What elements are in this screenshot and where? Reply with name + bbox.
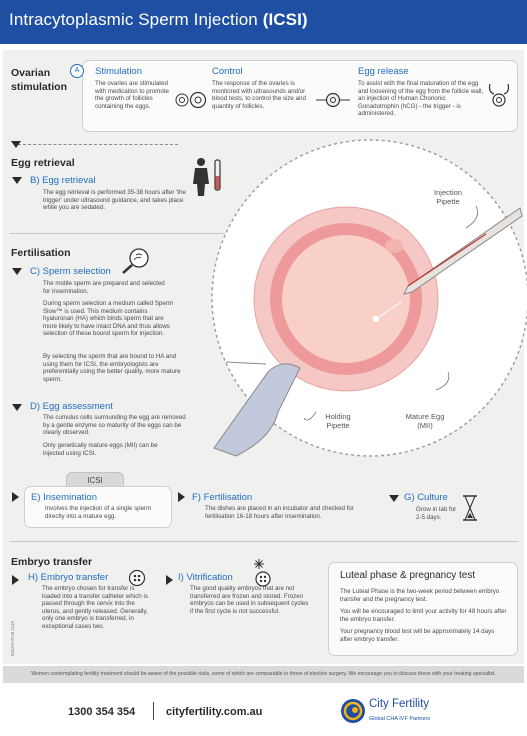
follicle-icon [175,91,207,109]
website-link[interactable]: cityfertility.com.au [166,706,263,718]
patient-icon [193,158,221,196]
logo-tagline: Global CHA IVF Partners [369,716,431,722]
phone-number[interactable]: 1300 354 354 [68,706,136,718]
page-title: Intracytoplasmic Sperm Injection (ICSI) [9,10,308,29]
transfer-text: The embryo chosen for transfer is loaded… [42,585,148,630]
sperm-text-2: During sperm selection a medium called S… [43,300,173,338]
transfer-arrow-icon [12,575,19,585]
embryo-icon [128,569,146,587]
vitrification-sub: I) Vitrification [178,572,233,583]
fertilisation-text: The dishes are placed in an incubator an… [205,505,354,520]
ovarian-heading: Ovarian stimulation [11,67,68,93]
hourglass-icon [463,495,477,521]
insemination-box [24,486,172,528]
fertilisation-arrow-icon [178,492,185,502]
transfer-sub: H) Embryo transfer [28,572,109,583]
egg-release-text: To assist with the final maturation of t… [358,80,484,118]
header-bar: Intracytoplasmic Sperm Injection (ICSI) [0,0,527,44]
holding-pipette-shape [213,363,301,457]
footer-separator [153,702,154,720]
egg-inner [282,235,410,363]
egg-assessment-arrow-icon [12,404,22,411]
control-text: The response of the ovaries is monitored… [212,80,306,110]
document-code: MGAA 0718 1119 [10,621,15,656]
retrieval-sub: B) Egg retrieval [30,175,96,186]
luteal-title: Luteal phase & pregnancy test [340,570,476,581]
sperm-head [372,315,380,323]
vitrification-arrow-icon [166,575,173,585]
insemination-text: Involves the injection of a single sperm… [45,505,152,520]
magnifier-icon [122,248,149,274]
disclaimer: Women contemplating fertility treatment … [3,666,524,683]
sperm-text-3: By selecting the sperm that are bound to… [43,353,181,383]
egg-release-icon [488,83,510,107]
egg-assessment-sub: D) Egg assessment [30,401,113,412]
insemination-arrow-icon [12,492,19,502]
embryo-heading: Embryo transfer [11,556,93,568]
retrieval-text: The egg retrieval is performed 35-38 hou… [43,189,186,212]
culture-arrow-icon [389,495,399,502]
control-title: Control [212,66,243,77]
sperm-text-1: The motile sperm are prepared and select… [43,280,165,295]
insemination-sub: E) Insemination [31,492,98,503]
section-divider-2 [10,541,518,542]
luteal-text-2: You will be encouraged to limit your act… [340,608,507,623]
frozen-embryo-icon [254,559,271,587]
fertilisation-sub: F) Fertilisation [192,492,253,503]
fertilisation-heading: Fertilisation [11,247,71,259]
monitor-icon [316,92,350,108]
polar-body [385,239,403,253]
stimulation-text: The ovaries are stimulated with medicati… [95,80,169,110]
city-fertility-logo-icon [341,699,365,723]
retrieval-arrow-icon [12,177,22,184]
icsi-diagram [211,139,527,457]
sperm-selection-sub: C) Sperm selection [30,266,111,277]
step-badge-a: A [70,64,84,78]
luteal-box [328,562,518,656]
egg-assessment-text-1: The cumulus cells surrounding the egg ar… [43,414,186,437]
mature-egg-label: Mature Egg (MII) [405,412,445,430]
down-arrow-icon [11,141,21,148]
egg-assessment-text-2: Only genetically mature eggs (MII) can b… [43,442,158,457]
retrieval-heading: Egg retrieval [11,157,75,169]
injection-pipette-label: Injection Pipette [434,188,462,206]
culture-sub: G) Culture [404,492,448,503]
logo-name: City Fertility [369,698,430,710]
luteal-text-1: The Luteal Phase is the two-week period … [340,588,500,603]
holding-pipette-label: Holding Pipette [325,412,351,430]
ovarian-box [82,60,518,132]
sperm-arrow-icon [12,268,22,275]
stimulation-title: Stimulation [95,66,142,77]
vitrification-text: The good quality embryos that are not tr… [190,585,309,615]
flow-connector [18,144,178,145]
section-divider [10,233,225,234]
egg-release-title: Egg release [358,66,409,77]
culture-text: Grow in lab for 2-5 days. [416,506,457,521]
luteal-text-3: Your pregnancy blood test will be approx… [340,628,495,643]
